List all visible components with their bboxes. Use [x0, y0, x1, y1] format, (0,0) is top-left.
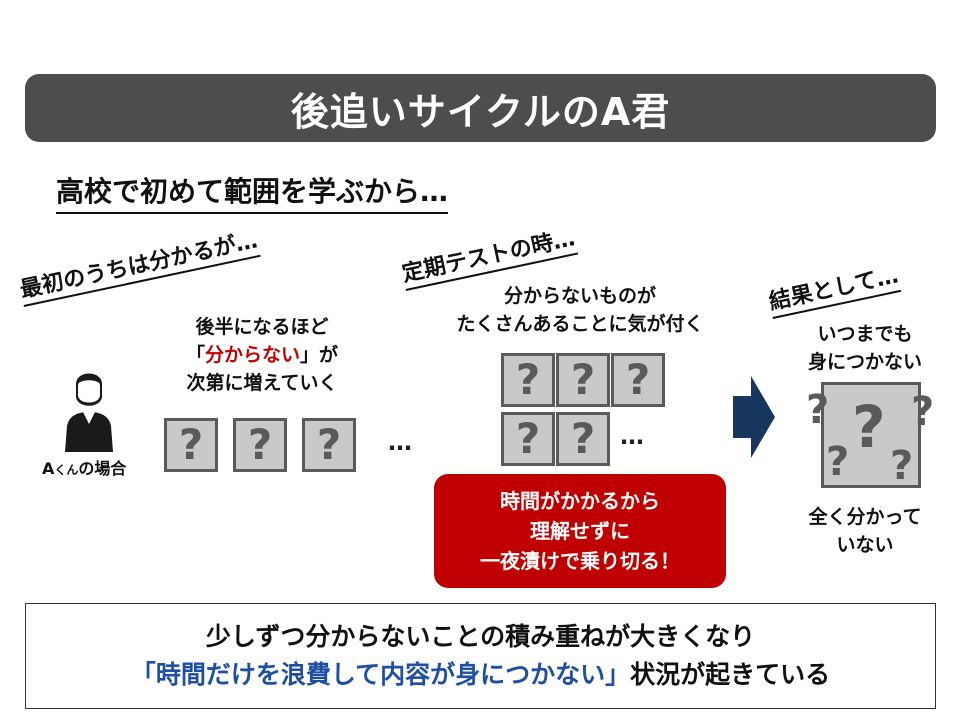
arrow-right-icon: [733, 376, 775, 458]
question-box: ?: [556, 353, 610, 407]
panel1-heading: 最初のうちは分かるが…: [16, 222, 261, 307]
question-box: ?: [501, 412, 555, 466]
callout-line2: 理解せずに: [530, 519, 630, 543]
callout-line1: 時間がかかるから: [500, 489, 660, 513]
question-box: ?: [556, 412, 610, 466]
summary-box: 少しずつ分からないことの積み重ねが大きくなり 「時間だけを浪費して内容が身につか…: [25, 603, 936, 709]
panel3-top-text: いつまでも 身につかない: [780, 320, 950, 376]
summary-emphasis: 「時間だけを浪費して内容が身につかない」: [130, 660, 631, 689]
question-box: ?: [233, 418, 287, 472]
panel3-top-line1: いつまでも: [817, 323, 913, 345]
question-mark: ?: [890, 443, 914, 489]
panel1-line1: 後半になるほど: [195, 316, 329, 338]
summary-line2: 「時間だけを浪費して内容が身につかない」状況が起きている: [130, 660, 831, 689]
question-box: ?: [501, 353, 555, 407]
panel2-line1: 分からないものが: [503, 285, 656, 307]
panel3-heading: 結果として…: [765, 257, 902, 319]
panel1-emphasis: 分からない: [204, 344, 300, 366]
panel1-description: 後半になるほど 「分からない」が 次第に増えていく: [150, 313, 374, 397]
panel1-ellipsis: …: [388, 428, 414, 456]
callout-line3: 一夜漬けで乗り切る！: [480, 549, 680, 573]
person-icon: [65, 373, 113, 452]
question-mark: ?: [852, 393, 886, 461]
panel2-description: 分からないものが たくさんあることに気が付く: [420, 282, 740, 338]
panel3-bottom-line1: 全く分かって: [808, 506, 922, 528]
panel3-bottom-line2: いない: [836, 534, 894, 556]
subtitle: 高校で初めて範囲を学ぶから…: [56, 170, 449, 214]
question-mark: ?: [826, 439, 850, 485]
question-box: ?: [611, 353, 665, 407]
summary-line1: 少しずつ分からないことの積み重ねが大きくなり: [205, 622, 756, 651]
person-label: Aくんの場合: [42, 459, 127, 478]
panel1-line2: 「分からない」が: [185, 344, 339, 366]
panel2-line2: たくさんあることに気が付く: [456, 313, 704, 335]
result-question-box: [821, 382, 921, 488]
title-banner: 後追いサイクルのA君: [25, 74, 936, 142]
callout-box: 時間がかかるから 理解せずに 一夜漬けで乗り切る！: [434, 474, 726, 588]
question-box: ?: [302, 418, 356, 472]
panel3-bottom-text: 全く分かって いない: [780, 503, 950, 559]
question-mark: ?: [911, 389, 935, 435]
question-mark: ?: [806, 387, 830, 433]
panel2-heading: 定期テストの時…: [398, 220, 579, 291]
question-box: ?: [164, 418, 218, 472]
panel1-line3: 次第に増えていく: [186, 372, 338, 394]
panel3-top-line2: 身につかない: [807, 351, 922, 373]
panel2-ellipsis: …: [620, 422, 646, 450]
slide-title: 後追いサイクルのA君: [290, 89, 671, 134]
